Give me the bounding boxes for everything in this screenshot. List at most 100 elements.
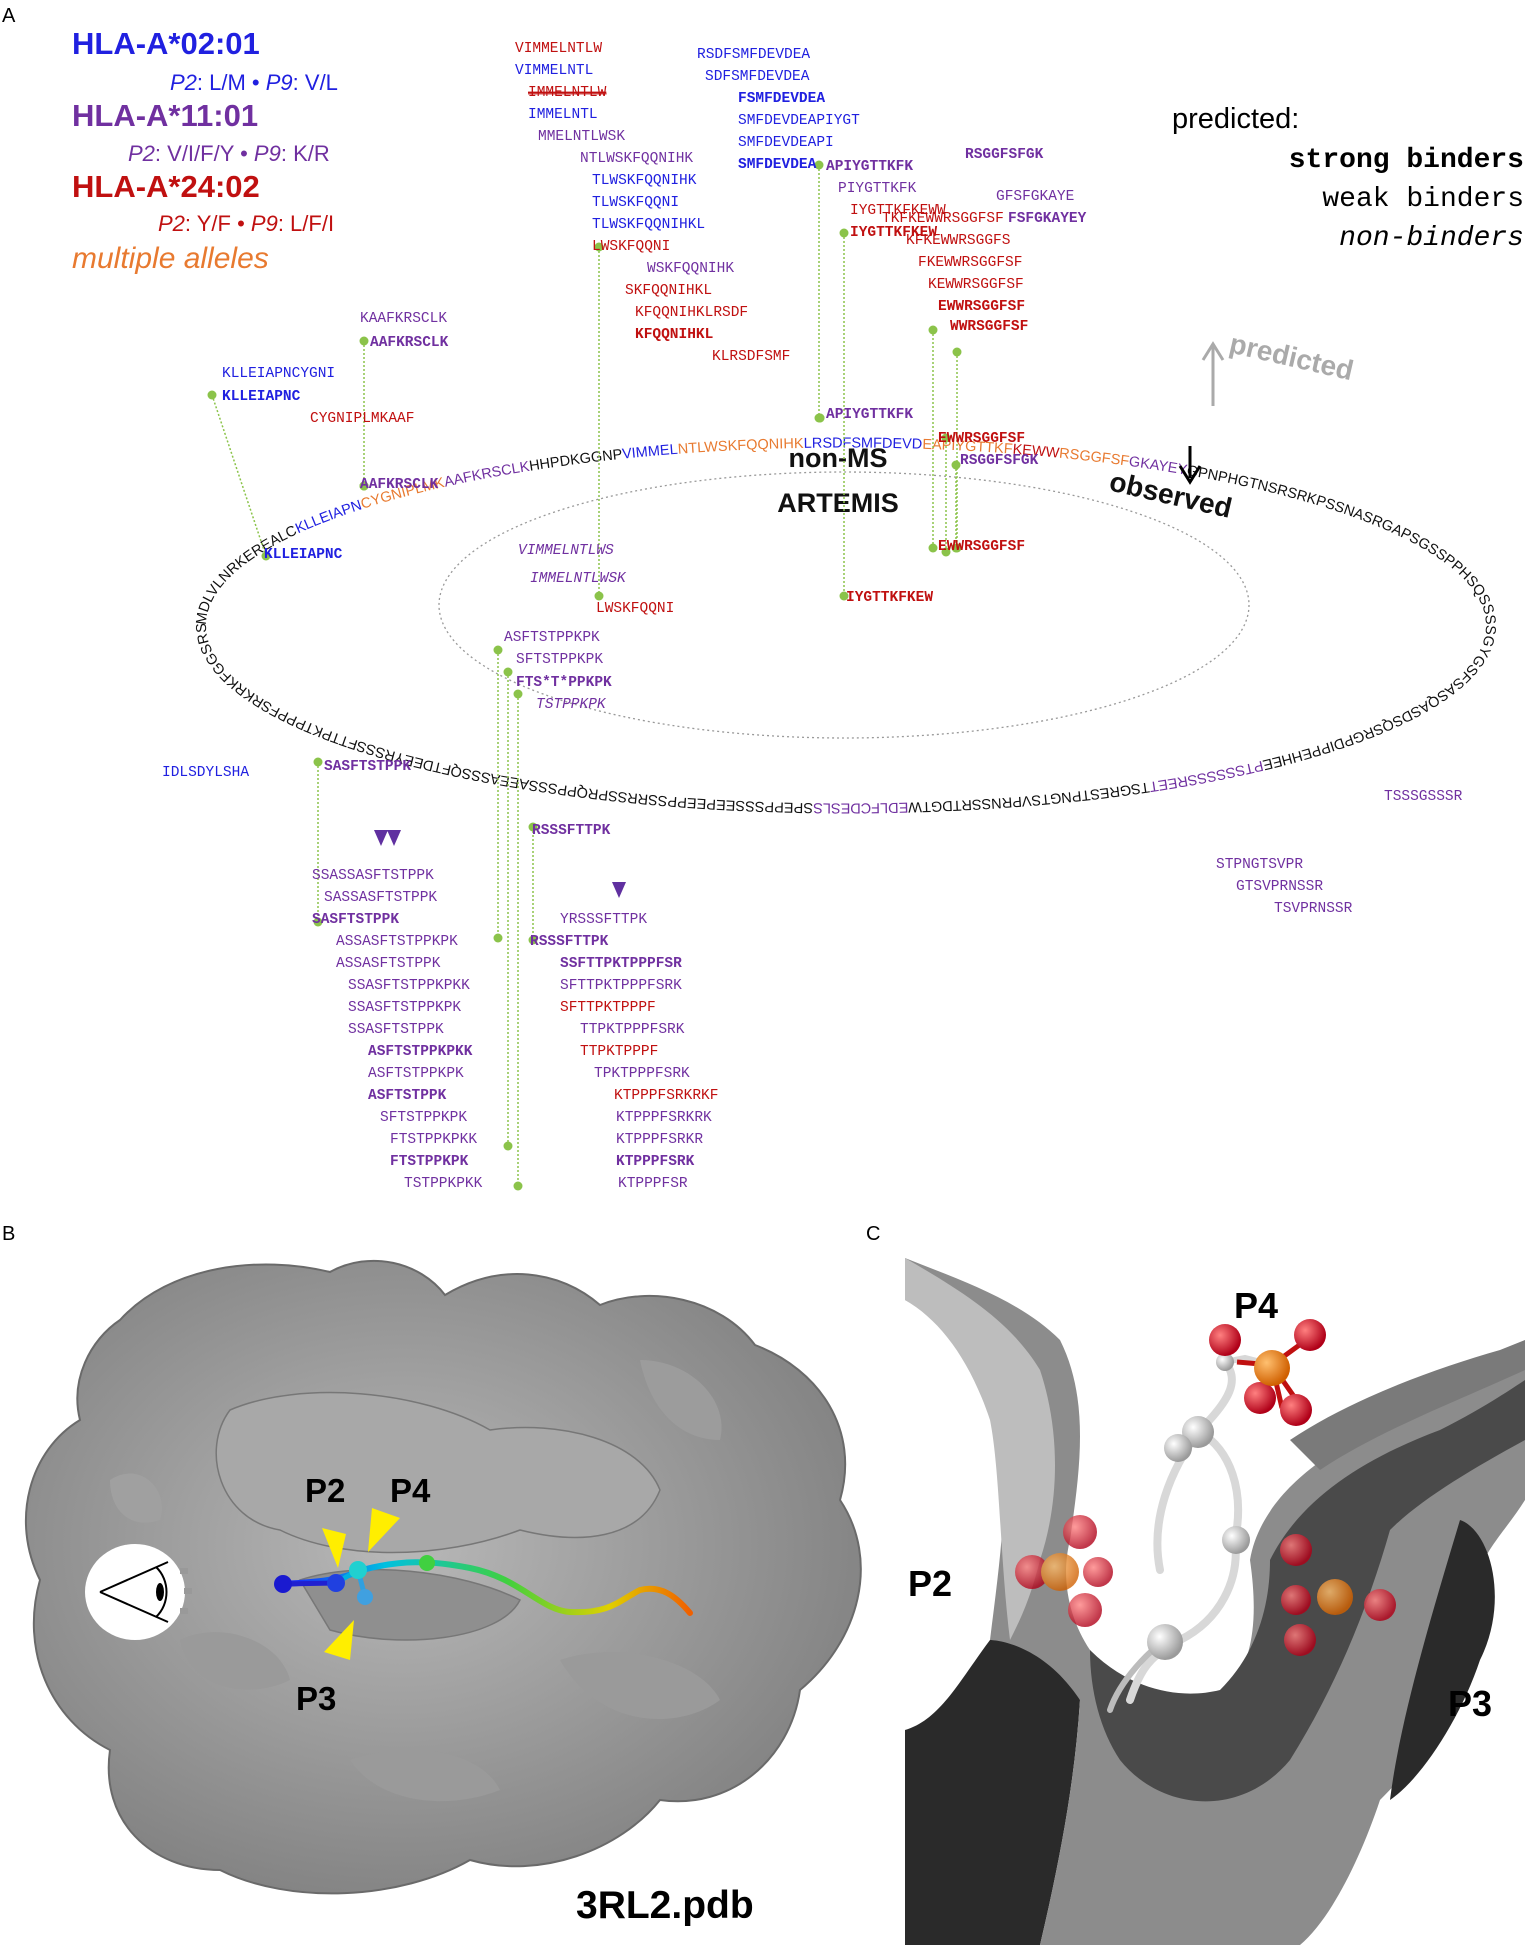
pocket-surface — [905, 1258, 1525, 1945]
peptide-label: TLWSKFQQNIHK — [592, 173, 697, 189]
pdb-label: 3RL2.pdb — [576, 1884, 754, 1927]
allele-name-a1101: HLA-A*11:01 — [72, 98, 258, 133]
center-label-nonms: non-MS — [789, 443, 888, 473]
peptide-label: APIYGTTKFK — [826, 159, 913, 175]
connector-dot — [952, 347, 962, 357]
panel-b-label-p4: P4 — [390, 1472, 431, 1509]
peptide-label: SFTTPKTPPPFSRK — [560, 978, 682, 994]
peptide-label: KTPPPFSRKRKF — [614, 1088, 718, 1104]
peptide-label: RSDFSMFDEVDEA — [697, 47, 810, 63]
connector-dot — [493, 645, 503, 655]
peptide-label: TSTPPKPKK — [404, 1176, 483, 1192]
peptide-label: KFKEWWRSGGFS — [906, 233, 1010, 249]
key-title: predicted: — [1172, 103, 1299, 135]
panel-label-b: B — [2, 1223, 15, 1245]
peptide-label: FSMFDEVDEA — [738, 91, 825, 107]
peptide-label: SSASFTSTPPKPKK — [348, 978, 470, 994]
peptide-label: RSGGFSFGK — [960, 453, 1039, 469]
peptide-label: EWWRSGGFSF — [938, 299, 1025, 315]
connector-dot — [839, 228, 849, 238]
site-pointers-b — [322, 1508, 400, 1660]
connector-dot — [951, 460, 961, 470]
connector-dot — [493, 933, 503, 943]
connector-dot — [513, 1181, 523, 1191]
phosphate-p2 — [1015, 1515, 1113, 1627]
peptide-label: WWRSGGFSF — [950, 319, 1028, 335]
peptide-label: IYGTTKFKEW — [850, 225, 937, 241]
p1-atom — [274, 1575, 292, 1593]
peptide-label: SASFTSTPPK — [312, 912, 399, 928]
peptide-label: VIMMELNTL — [515, 63, 593, 79]
peptide-label: TLWSKFQQNI — [592, 195, 679, 211]
panel-b-label-p2: P2 — [305, 1472, 345, 1509]
peptide-label: TKFKEWWRSGGFSF — [882, 211, 1004, 227]
peptide-label: ASFTSTPPKPKK — [368, 1044, 473, 1060]
peptide-label: KFQQNIHKLRSDF — [635, 305, 748, 321]
peptide-label: LWSKFQQNI — [592, 239, 670, 255]
connector-dot — [928, 543, 938, 553]
allele-motif-a1101: P2: V/I/F/Y • P9: K/R — [128, 141, 330, 166]
peptide-label: SSASSASFTSTPPK — [312, 868, 434, 884]
peptide-label: ASFTSTPPKPK — [504, 630, 600, 646]
connector-dot — [594, 242, 604, 252]
allele-name-multiple: multiple alleles — [72, 242, 269, 275]
peptide-label: PIYGTTKFK — [838, 181, 917, 197]
peptide-label: IYGTTKFKEW — [846, 590, 933, 606]
peptide-label: GFSFGKAYE — [996, 189, 1074, 205]
peptide-label: KLLEIAPNC — [222, 389, 301, 405]
key-strong: strong binders — [1289, 145, 1524, 176]
allele-name-a0201: HLA-A*02:01 — [72, 26, 260, 61]
peptide-label: KTPPPFSRKRK — [616, 1110, 712, 1126]
allele-name-a2402: HLA-A*24:02 — [72, 169, 260, 204]
peptide-label: ASFTSTPPKPK — [368, 1066, 464, 1082]
allele-motif-a2402: P2: Y/F • P9: L/F/I — [158, 211, 334, 236]
peptide-label: IDLSDYLSHA — [162, 765, 249, 781]
connector-line — [211, 394, 267, 557]
connector-dot — [359, 481, 369, 491]
connector-dot — [503, 1141, 513, 1151]
peptide-label: NTLWSKFQQNIHK — [580, 151, 693, 167]
allele-motif-a0201: P2: L/M • P9: V/L — [170, 70, 338, 95]
peptide-backbone — [274, 1555, 693, 1616]
phosphate-p3 — [1280, 1534, 1396, 1656]
panel-b-label-p3: P3 — [296, 1680, 336, 1717]
connector-dot — [839, 591, 849, 601]
peptide-label: AAFKRSCLK — [370, 335, 449, 351]
carbon-atom — [1222, 1526, 1250, 1554]
center-label-artemis: ARTEMIS — [777, 488, 899, 518]
connector-dot — [928, 325, 938, 335]
peptide-label: KLRSDFSMF — [712, 349, 790, 365]
connector-dot — [528, 935, 538, 945]
allele-legend: HLA-A*02:01 P2: L/M • P9: V/L HLA-A*11:0… — [72, 26, 338, 275]
peptide-connectors — [207, 160, 962, 1191]
connector-dot — [313, 917, 323, 927]
connector-dot — [261, 551, 271, 561]
peptide-label: KEWWRSGGFSF — [928, 277, 1024, 293]
peptide-label: FTSTPPKPKK — [390, 1132, 477, 1148]
p2-atom — [327, 1574, 345, 1592]
peptide-label: IMMELNTLW — [528, 85, 607, 101]
peptide-label: TTPKTPPPF — [580, 1044, 658, 1060]
inner-ellipse — [438, 471, 1250, 739]
peptide-label: SSASFTSTPPKPK — [348, 1000, 461, 1016]
peptide-label: FKEWWRSGGFSF — [918, 255, 1022, 271]
peptide-label: SSFTTPKTPPPFSR — [560, 956, 682, 972]
peptide-label: SKFQQNIHKL — [625, 283, 712, 299]
peptide-label: IMMELNTL — [528, 107, 598, 123]
peptide-label: IMMELNTLWSK — [530, 571, 627, 587]
peptide-label: FSFGKAYEY — [1008, 211, 1087, 227]
p5-atom — [419, 1555, 435, 1571]
peptide-label: SSASFTSTPPK — [348, 1022, 444, 1038]
oxygen-atom — [1216, 1353, 1234, 1371]
peptide-label: KFQQNIHKL — [635, 327, 713, 343]
connector-dot — [503, 667, 513, 677]
peptide-labels: VIMMELNTLWVIMMELNTLIMMELNTLWIMMELNTLMMEL… — [162, 41, 1463, 1192]
panel-label-a: A — [2, 5, 16, 27]
peptide-label: TLWSKFQQNIHKL — [592, 217, 705, 233]
peptide-label: RSSSFTTPK — [530, 934, 609, 950]
peptide-label: VIMMELNTLW — [515, 41, 602, 57]
phosphate-p4 — [1209, 1319, 1326, 1426]
connector-dot — [313, 757, 323, 767]
connector-dot — [814, 160, 824, 170]
p3-atom — [357, 1589, 373, 1605]
